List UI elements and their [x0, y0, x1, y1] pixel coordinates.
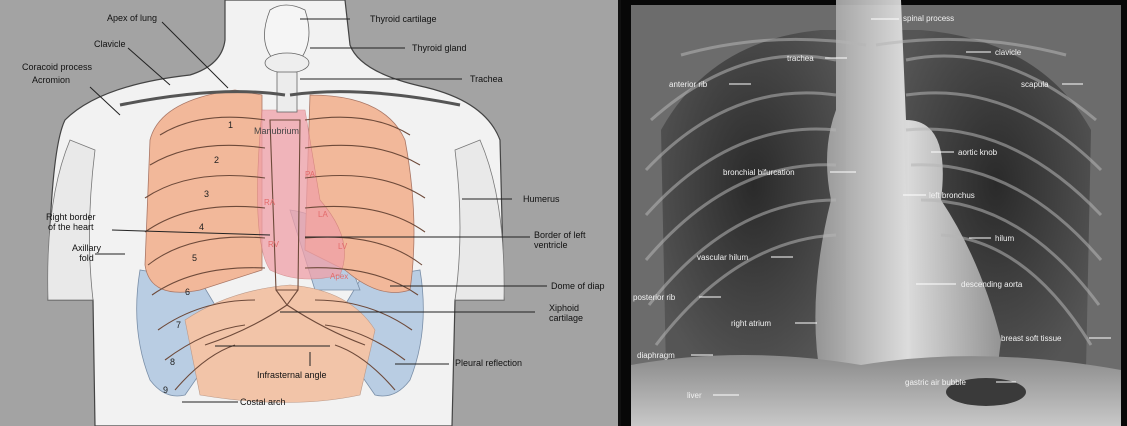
rib-number: 9 [163, 385, 168, 395]
label-dome-of-diaphragm: Dome of diap [551, 281, 605, 291]
label-thyroid-gland: Thyroid gland [412, 43, 467, 53]
heart-label-lv: LV [338, 242, 347, 251]
label-pleural-reflection: Pleural reflection [455, 358, 522, 368]
xray-label-spinal-process: spinal process [903, 14, 954, 23]
xray-label-liver: liver [687, 391, 702, 400]
rib-number: 3 [204, 189, 209, 199]
label-infrasternal-angle: Infrasternal angle [257, 370, 327, 380]
label-apex-of-lung: Apex of lung [107, 13, 157, 23]
xray-image [621, 0, 1127, 426]
xray-label-gastric-air-bubble: gastric air bubble [905, 378, 966, 387]
label-trachea: Trachea [470, 74, 503, 84]
xray-label-trachea: trachea [787, 54, 814, 63]
xray-label-bronchial-bifurcation: bronchial bifurcation [723, 168, 795, 177]
rib-number: 7 [176, 320, 181, 330]
rib-number: 1 [228, 120, 233, 130]
heart-label-pa: PA [305, 170, 315, 179]
xray-panel: spinal process trachea clavicle anterior… [621, 0, 1127, 426]
rib-number: 6 [185, 287, 190, 297]
rib-number: 8 [170, 357, 175, 367]
trachea-tube [277, 72, 297, 112]
xray-label-clavicle: clavicle [995, 48, 1021, 57]
label-axillary-fold: Axillary fold [72, 243, 101, 263]
rib-number: 4 [199, 222, 204, 232]
xray-label-anterior-rib: anterior rib [669, 80, 707, 89]
xray-label-aortic-knob: aortic knob [958, 148, 997, 157]
xray-label-right-atrium: right atrium [731, 319, 771, 328]
rib-number: 2 [214, 155, 219, 165]
rib-number: 5 [192, 253, 197, 263]
abdomen [631, 355, 1121, 426]
heart-label-apex: Apex [330, 272, 348, 281]
xray-label-descending-aorta: descending aorta [961, 280, 1022, 289]
label-border-left-ventricle: Border of left ventricle [534, 230, 586, 250]
label-humerus: Humerus [523, 194, 560, 204]
label-clavicle: Clavicle [94, 39, 126, 49]
label-acromion: Acromion [32, 75, 70, 85]
label-costal-arch: Costal arch [240, 397, 286, 407]
xray-label-diaphragm: diaphragm [637, 351, 675, 360]
heart-label-ra: RA [264, 198, 275, 207]
xray-label-vascular-hilum: vascular hilum [697, 253, 748, 262]
heart-label-rv: RV [268, 240, 279, 249]
xray-label-left-bronchus: left bronchus [929, 191, 975, 200]
label-xiphoid-cartilage: Xiphoid cartilage [549, 303, 583, 323]
xray-label-hilum: hilum [995, 234, 1014, 243]
xray-label-posterior-rib: posterior rib [633, 293, 675, 302]
anatomy-diagram-panel: Apex of lung Clavicle Coracoid process A… [0, 0, 621, 426]
label-manubrium: Manubrium [254, 126, 299, 136]
thyroid-gland [265, 53, 309, 73]
xray-label-scapula: scapula [1021, 80, 1049, 89]
label-thyroid-cartilage: Thyroid cartilage [370, 14, 437, 24]
xray-label-breast-soft-tissue: breast soft tissue [1001, 334, 1061, 343]
label-coracoid-process: Coracoid process [22, 62, 92, 72]
label-right-border-heart: Right border of the heart [46, 212, 96, 232]
heart-label-la: LA [318, 210, 328, 219]
